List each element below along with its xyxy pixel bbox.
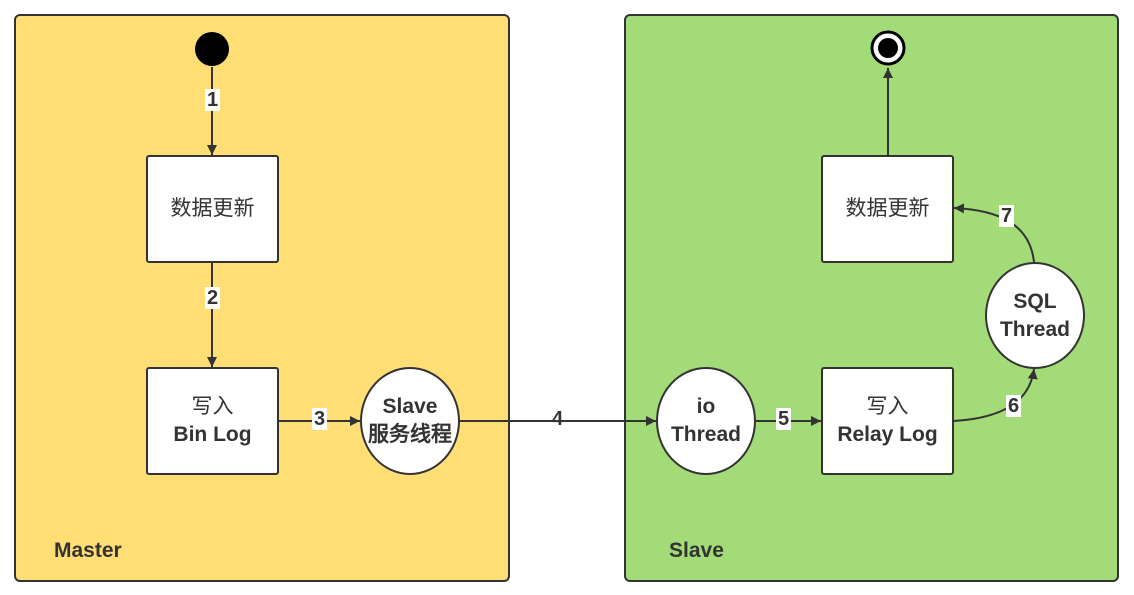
edge-label-3: 3 [312, 408, 328, 430]
write-binlog-label-line2: Bin Log [173, 423, 252, 446]
master-panel-label: Master [54, 539, 122, 562]
start-icon [195, 32, 229, 66]
io-thread-label-line1: io [696, 395, 716, 418]
edge-label-6: 6 [1006, 395, 1022, 417]
sql-thread-label-line1: SQL [1013, 289, 1057, 313]
slave-panel-label: Slave [669, 539, 724, 562]
edge-label-2: 2 [205, 287, 221, 309]
write-binlog-node: 写入 Bin Log [146, 367, 279, 475]
master-data-update-label: 数据更新 [170, 197, 255, 220]
sql-thread-label-line2: Thread [999, 317, 1070, 341]
io-thread-label-line2: Thread [670, 423, 741, 446]
end-icon-core [878, 38, 898, 58]
edge-label-1: 1 [205, 89, 221, 111]
slave-service-thread-node: Slave 服务线程 [360, 367, 460, 475]
write-relaylog-label-line2: Relay Log [837, 423, 938, 446]
edge-label-5: 5 [776, 408, 792, 430]
slave-service-label-line2: 服务线程 [368, 423, 452, 446]
slave-data-update-node: 数据更新 [821, 155, 954, 263]
sql-thread-node: SQL Thread [985, 262, 1085, 369]
slave-service-label-line1: Slave [382, 395, 438, 418]
master-panel [14, 14, 510, 582]
master-data-update-node: 数据更新 [146, 155, 279, 263]
edge-7 [953, 203, 1035, 263]
edge-label-4: 4 [552, 408, 564, 430]
edge-label-7: 7 [999, 205, 1015, 227]
io-thread-node: io Thread [656, 367, 756, 475]
write-relaylog-label-line1: 写入 [866, 395, 909, 418]
write-relaylog-node: 写入 Relay Log [821, 367, 954, 475]
slave-data-update-label: 数据更新 [845, 197, 930, 220]
edge-6 [953, 368, 1038, 422]
write-binlog-label-line1: 写入 [191, 395, 234, 418]
